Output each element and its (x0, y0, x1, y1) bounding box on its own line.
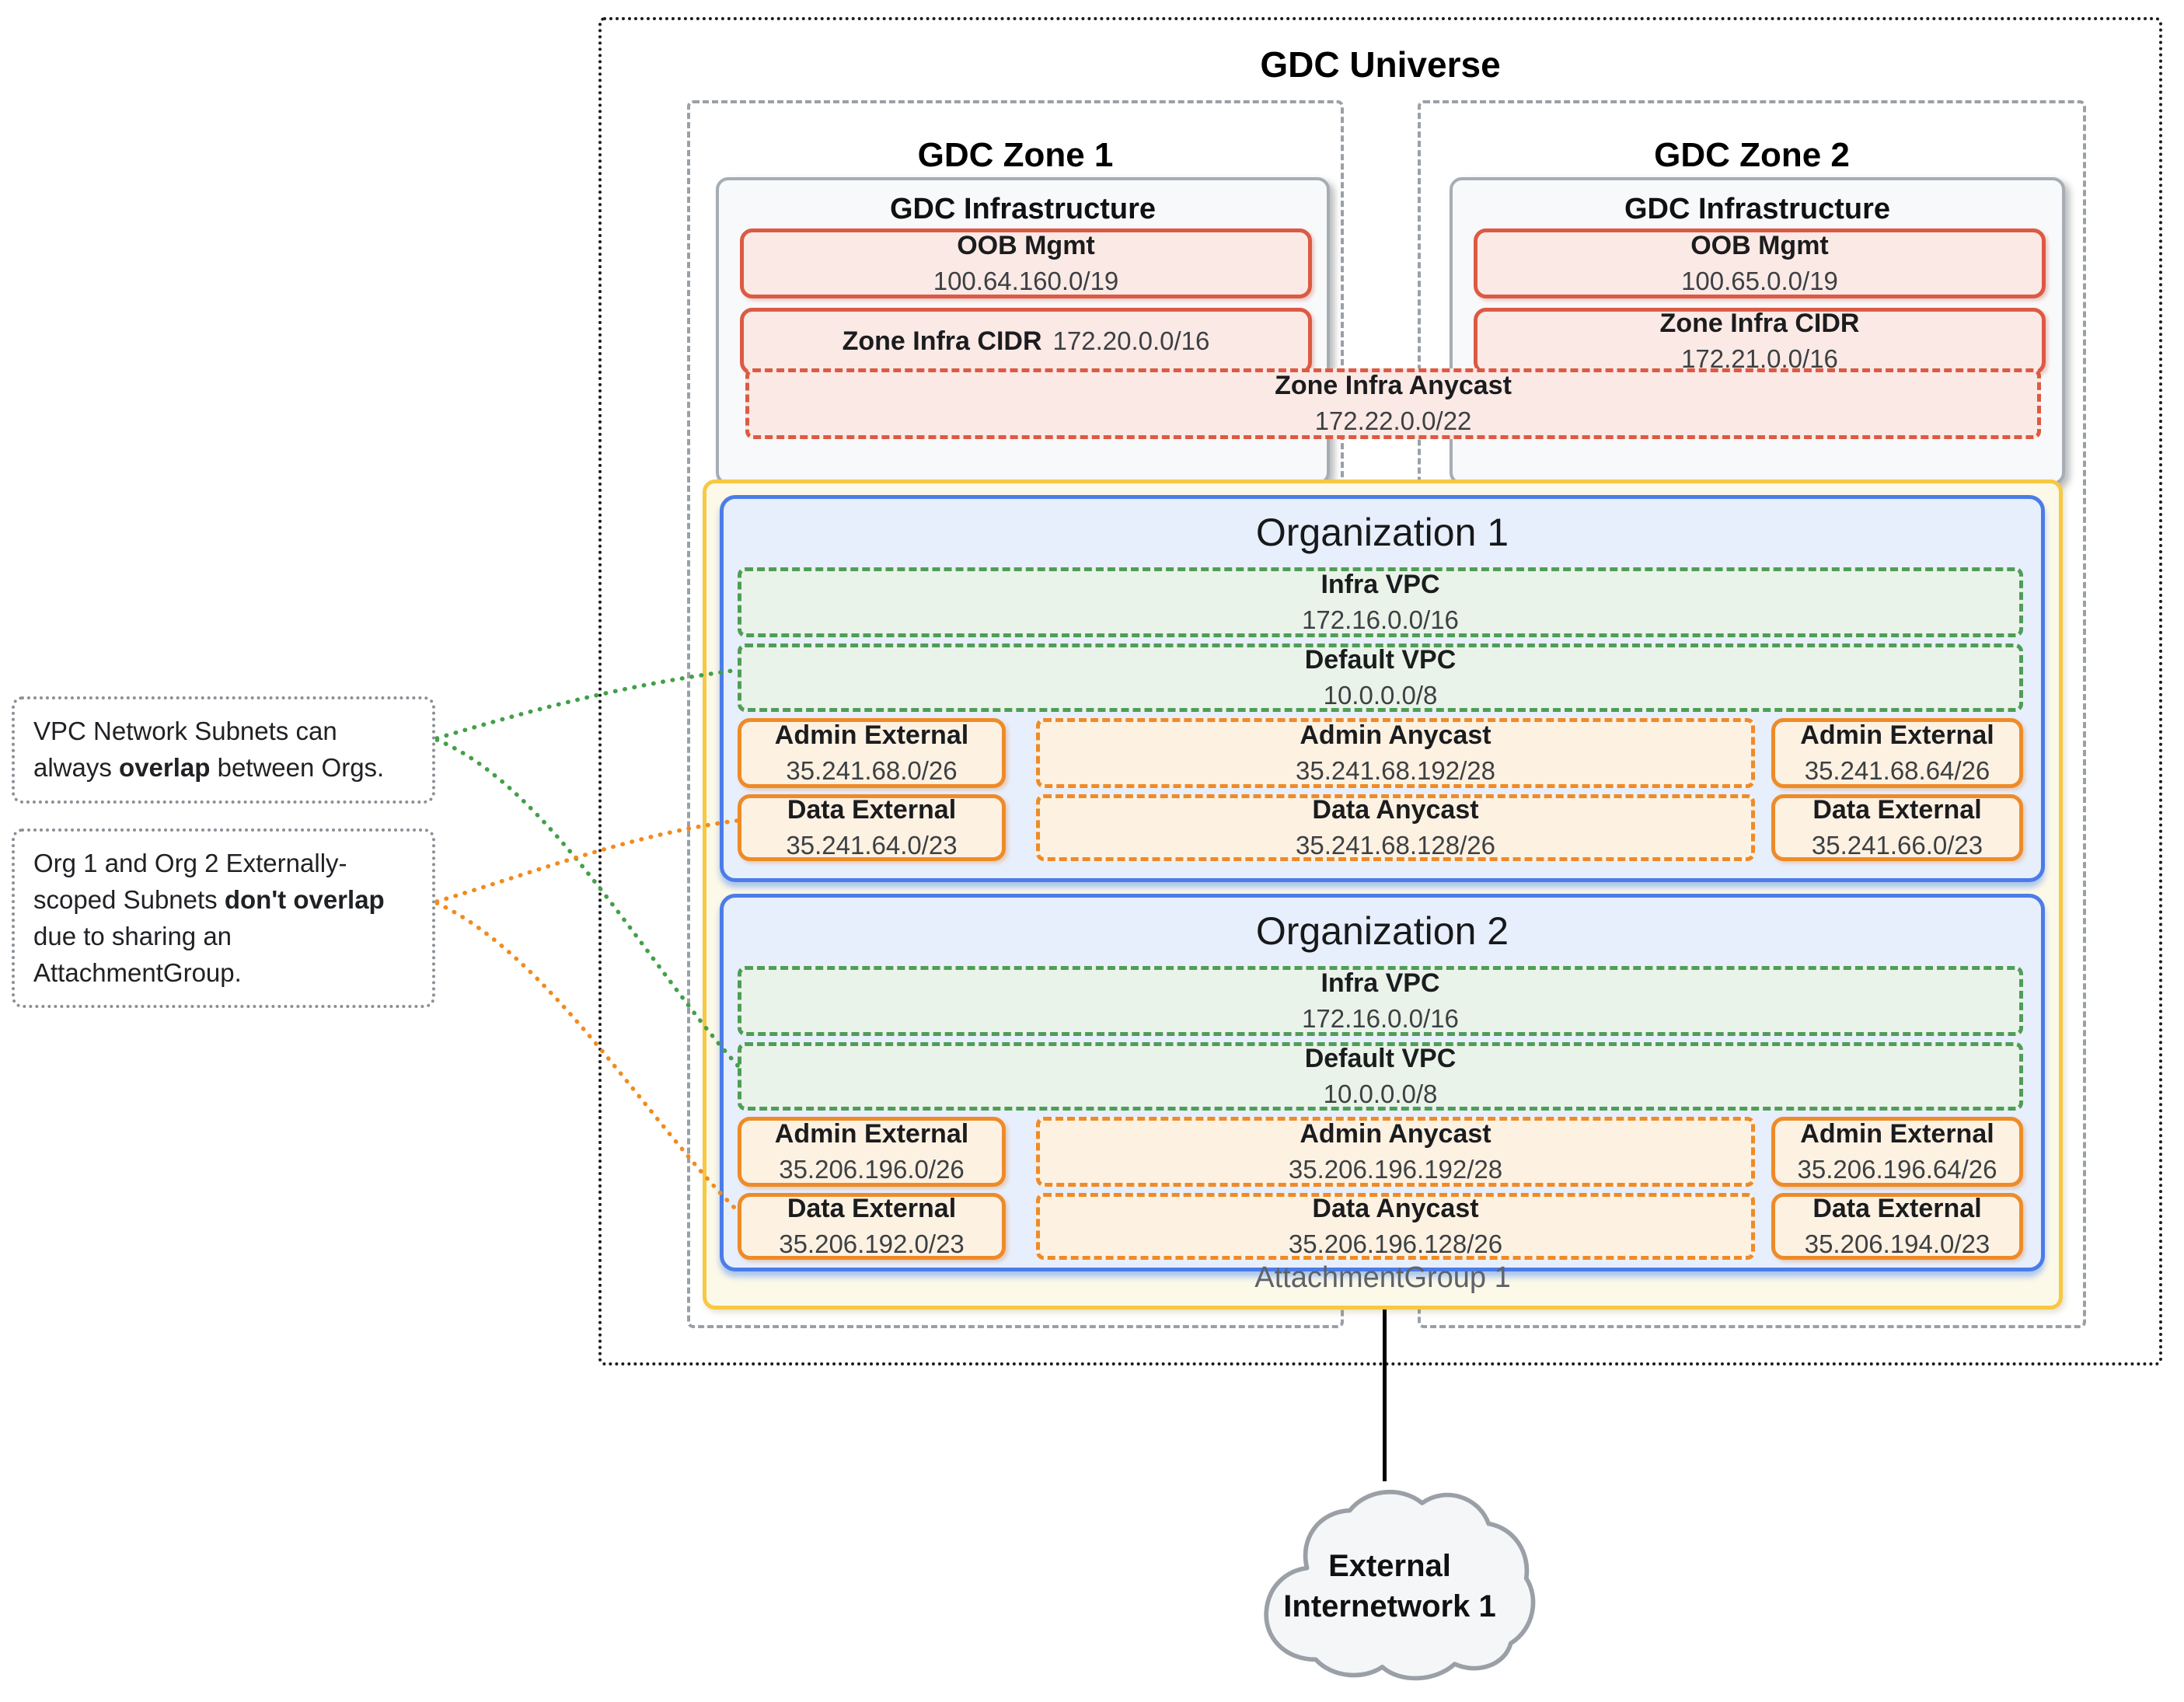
zone-infra-anycast-label: Zone Infra Anycast (1275, 371, 1512, 401)
zone-infra-anycast-cidr: 172.22.0.0/22 (1314, 406, 1472, 436)
subnet-label: Data External (1812, 1193, 1982, 1223)
attachment-group-box: Organization 1 Infra VPC 172.16.0.0/16 D… (703, 480, 2063, 1310)
organization-2-box: Organization 2 Infra VPC 172.16.0.0/16 D… (720, 894, 2045, 1271)
default-vpc-label: Default VPC (1304, 644, 1457, 675)
org1-admin-external-left-box: Admin External 35.241.68.0/26 (738, 718, 1006, 788)
default-vpc-cidr: 10.0.0.0/8 (1323, 680, 1438, 710)
annotation-overlap-note: VPC Network Subnets can always overlap b… (12, 696, 435, 804)
subnet-cidr: 35.206.196.128/26 (1288, 1229, 1503, 1258)
cloud-label: External Internetwork 1 (1242, 1474, 1537, 1699)
oob-mgmt-label: OOB Mgmt (1690, 230, 1829, 260)
external-internetwork-cloud: External Internetwork 1 (1242, 1474, 1537, 1699)
cloud-shape (1264, 1490, 1536, 1681)
subnet-label: Admin External (774, 1118, 969, 1149)
universe-title: GDC Universe (1260, 44, 1501, 85)
subnet-cidr: 35.206.196.64/26 (1797, 1154, 1997, 1184)
annotation-bold-text: overlap (119, 752, 211, 782)
zone-infra-cidr-label: Zone Infra CIDR (1659, 308, 1860, 338)
org1-infra-vpc-box: Infra VPC 172.16.0.0/16 (738, 567, 2023, 637)
subnet-cidr: 35.206.196.192/28 (1288, 1154, 1503, 1184)
org1-default-vpc-box: Default VPC 10.0.0.0/8 (738, 643, 2023, 712)
zone-infra-cidr-label: Zone Infra CIDR (842, 326, 1042, 356)
subnet-cidr: 35.241.66.0/23 (1811, 830, 1983, 860)
subnet-label: Admin External (1800, 1118, 1994, 1149)
subnet-label: Data External (1812, 794, 1982, 825)
organization-2-title: Organization 2 (1255, 909, 1509, 953)
org1-data-anycast-box: Data Anycast 35.241.68.128/26 (1036, 794, 1755, 861)
subnet-cidr: 35.241.64.0/23 (786, 830, 958, 860)
gdc-universe-box: GDC Universe GDC Zone 1 GDC Infrastructu… (598, 17, 2162, 1365)
zone-infra-anycast-box: Zone Infra Anycast 172.22.0.0/22 (745, 368, 2041, 439)
org2-data-external-right-box: Data External 35.206.194.0/23 (1771, 1193, 2023, 1260)
subnet-cidr: 35.241.68.192/28 (1296, 755, 1495, 785)
org1-admin-anycast-box: Admin Anycast 35.241.68.192/28 (1036, 718, 1755, 788)
org2-default-vpc-box: Default VPC 10.0.0.0/8 (738, 1042, 2023, 1111)
subnet-label: Data Anycast (1312, 1193, 1479, 1223)
infra-vpc-cidr: 172.16.0.0/16 (1302, 605, 1459, 634)
organization-1-title: Organization 1 (1255, 511, 1509, 554)
zone-infra-cidr-value: 172.21.0.0/16 (1681, 344, 1838, 373)
zone-1-infrastructure-title: GDC Infrastructure (889, 193, 1157, 225)
annotation-text: Org 1 and Org 2 Externally-scoped Subnet… (33, 849, 347, 914)
org2-admin-anycast-box: Admin Anycast 35.206.196.192/28 (1036, 1117, 1755, 1187)
org2-data-external-left-box: Data External 35.206.192.0/23 (738, 1193, 1006, 1260)
org1-data-external-right-box: Data External 35.241.66.0/23 (1771, 794, 2023, 861)
default-vpc-label: Default VPC (1304, 1043, 1457, 1073)
zone-2-title: GDC Zone 2 (1654, 136, 1850, 174)
subnet-cidr: 35.241.68.64/26 (1804, 755, 1990, 785)
zone-2-infrastructure-title: GDC Infrastructure (1624, 193, 1891, 225)
zone-1-infra-cidr-box: Zone Infra CIDR 172.20.0.0/16 (740, 308, 1312, 375)
subnet-label: Admin Anycast (1300, 1118, 1491, 1149)
subnet-label: Data Anycast (1312, 794, 1479, 825)
annotation-no-overlap-note: Org 1 and Org 2 Externally-scoped Subnet… (12, 828, 435, 1009)
zone-2-oob-mgmt-box: OOB Mgmt 100.65.0.0/19 (1474, 228, 2046, 298)
subnet-label: Admin External (774, 720, 969, 750)
subnet-label: Data External (787, 1193, 957, 1223)
zone-1-title: GDC Zone 1 (917, 136, 1114, 174)
infra-vpc-cidr: 172.16.0.0/16 (1302, 1003, 1459, 1033)
zone-infra-cidr-value: 172.20.0.0/16 (1052, 326, 1210, 356)
annotation-text: due to sharing an AttachmentGroup. (33, 921, 242, 987)
cloud-label-line1: External (1328, 1549, 1451, 1583)
zone-2-infra-cidr-box: Zone Infra CIDR 172.21.0.0/16 (1474, 308, 2046, 375)
subnet-cidr: 35.241.68.0/26 (786, 755, 958, 785)
org2-admin-external-right-box: Admin External 35.206.196.64/26 (1771, 1117, 2023, 1187)
annotation-text: between Orgs. (210, 752, 385, 782)
subnet-label: Admin External (1800, 720, 1994, 750)
attachment-group-label: AttachmentGroup 1 (1254, 1261, 1511, 1294)
subnet-cidr: 35.206.192.0/23 (779, 1229, 965, 1258)
org2-admin-external-left-box: Admin External 35.206.196.0/26 (738, 1117, 1006, 1187)
infra-vpc-label: Infra VPC (1321, 968, 1440, 998)
oob-mgmt-label: OOB Mgmt (957, 230, 1095, 260)
cloud-label-line2: Internetwork 1 (1283, 1589, 1496, 1624)
org2-data-anycast-box: Data Anycast 35.206.196.128/26 (1036, 1193, 1755, 1260)
subnet-label: Admin Anycast (1300, 720, 1491, 750)
subnet-label: Data External (787, 794, 957, 825)
organization-1-box: Organization 1 Infra VPC 172.16.0.0/16 D… (720, 495, 2045, 882)
zone-1-oob-mgmt-box: OOB Mgmt 100.64.160.0/19 (740, 228, 1312, 298)
oob-mgmt-cidr: 100.64.160.0/19 (933, 266, 1119, 295)
default-vpc-cidr: 10.0.0.0/8 (1323, 1079, 1438, 1108)
attachment-to-cloud-line (1383, 1309, 1387, 1481)
subnet-cidr: 35.206.194.0/23 (1804, 1229, 1990, 1258)
oob-mgmt-cidr: 100.65.0.0/19 (1681, 266, 1838, 295)
org1-admin-external-right-box: Admin External 35.241.68.64/26 (1771, 718, 2023, 788)
org1-data-external-left-box: Data External 35.241.64.0/23 (738, 794, 1006, 861)
infra-vpc-label: Infra VPC (1321, 569, 1440, 599)
org2-infra-vpc-box: Infra VPC 172.16.0.0/16 (738, 966, 2023, 1036)
subnet-cidr: 35.206.196.0/26 (779, 1154, 965, 1184)
annotation-bold-text: don't overlap (224, 884, 385, 914)
subnet-cidr: 35.241.68.128/26 (1296, 830, 1495, 860)
annotation-text: VPC Network Subnets can always (33, 717, 337, 782)
